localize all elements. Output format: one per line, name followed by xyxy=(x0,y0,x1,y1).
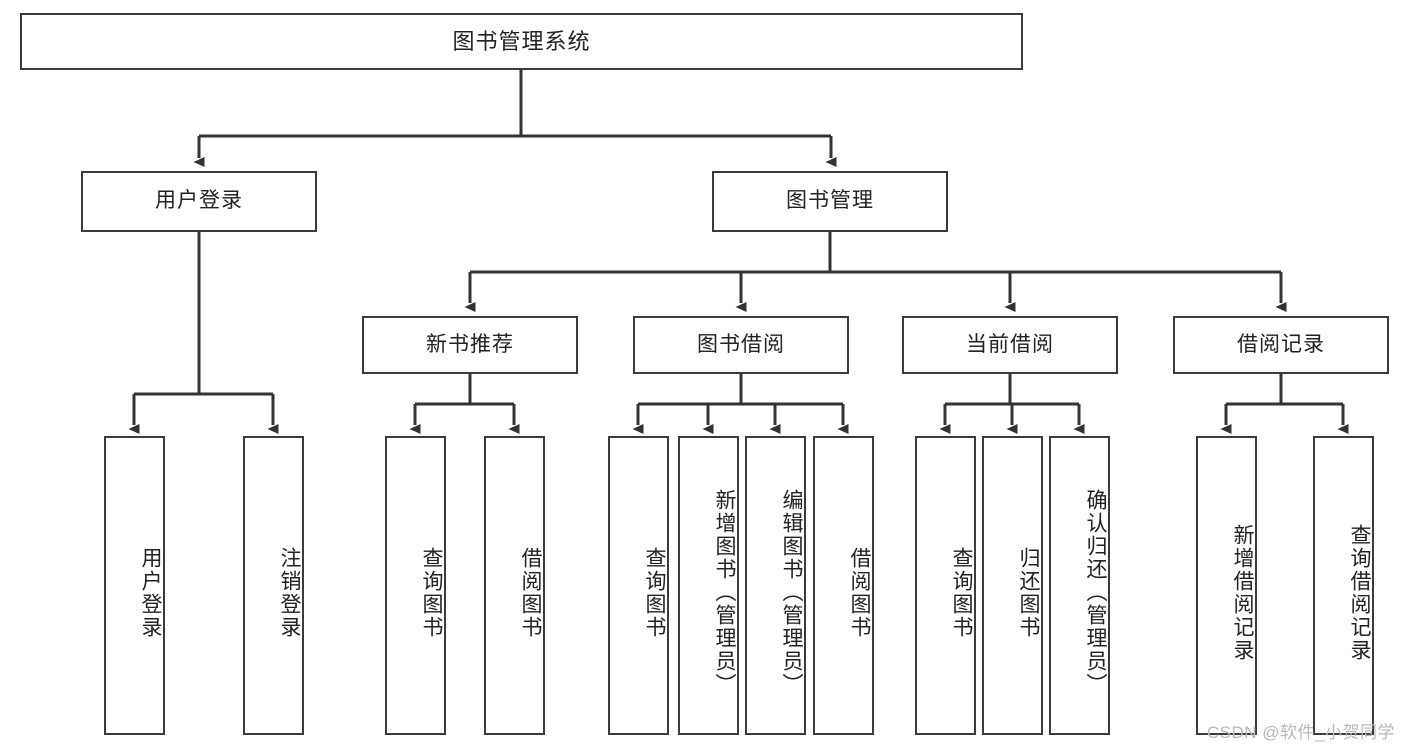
leaf-logout[interactable]: 注销登录 xyxy=(243,436,304,735)
leaf-borrow-add-book[interactable]: 新增图书（管理员） xyxy=(678,436,739,735)
node-user-login[interactable]: 用户登录 xyxy=(81,171,317,232)
leaf-record-add[interactable]: 新增借阅记录 xyxy=(1196,436,1257,735)
leaf-new-book-borrow[interactable]: 借阅图书 xyxy=(484,436,545,735)
leaf-borrow-edit-book[interactable]: 编辑图书（管理员） xyxy=(745,436,806,735)
leaf-borrow-borrow-book[interactable]: 借阅图书 xyxy=(813,436,874,735)
node-borrow-record[interactable]: 借阅记录 xyxy=(1173,316,1389,374)
node-root[interactable]: 图书管理系统 xyxy=(20,13,1023,70)
node-book-borrow[interactable]: 图书借阅 xyxy=(633,316,849,374)
leaf-record-query[interactable]: 查询借阅记录 xyxy=(1313,436,1374,735)
leaf-new-book-query[interactable]: 查询图书 xyxy=(385,436,446,735)
node-new-book-recommend[interactable]: 新书推荐 xyxy=(362,316,578,374)
leaf-borrow-query-book[interactable]: 查询图书 xyxy=(608,436,669,735)
node-book-manage[interactable]: 图书管理 xyxy=(712,171,948,232)
leaf-user-login[interactable]: 用户登录 xyxy=(104,436,165,735)
node-current-borrow[interactable]: 当前借阅 xyxy=(902,316,1118,374)
leaf-current-return-book[interactable]: 归还图书 xyxy=(982,436,1043,735)
leaf-current-query-book[interactable]: 查询图书 xyxy=(915,436,976,735)
leaf-current-confirm-return[interactable]: 确认归还（管理员） xyxy=(1049,436,1110,735)
